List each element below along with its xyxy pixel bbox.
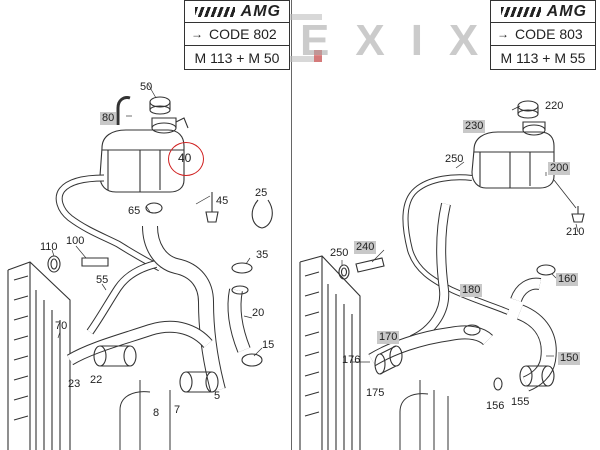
part-label-70: 70 (55, 320, 68, 332)
arrow-right-icon: → (497, 27, 509, 41)
part-label-15: 15 (262, 339, 275, 351)
left-header: AMG → CODE 802 M 113 + M 50 (184, 0, 290, 70)
sensor-left (205, 192, 219, 223)
part-label-5: 5 (214, 390, 221, 402)
part-label-150: 150 (558, 352, 581, 365)
brand-stripes-icon (500, 6, 541, 17)
part-label-45: 45 (216, 195, 229, 207)
brand-text: AMG (546, 2, 587, 20)
clamp-110 (47, 255, 61, 273)
expansion-tank-left (99, 117, 189, 193)
engine-text: M 113 + M 50 (194, 49, 280, 66)
part-label-80: 80 (100, 112, 117, 125)
engine-text: M 113 + M 55 (500, 49, 586, 66)
right-header: AMG → CODE 803 M 113 + M 55 (490, 0, 596, 70)
part-label-230: 230 (463, 120, 486, 133)
part-label-22: 22 (90, 374, 103, 386)
vent-pipe-left (116, 96, 131, 125)
highlight-circle (168, 142, 204, 176)
part-label-155: 155 (511, 396, 530, 408)
part-label-23: 23 (68, 378, 81, 390)
brand-stripes-icon (194, 6, 235, 17)
part-label-8: 8 (153, 407, 160, 419)
part-label-175: 175 (366, 387, 385, 399)
part-label-250-left: 250 (330, 247, 349, 259)
part-label-20: 20 (252, 307, 265, 319)
cap-left (149, 96, 171, 115)
part-label-25: 25 (255, 187, 268, 199)
part-label-100: 100 (66, 235, 85, 247)
part-label-7: 7 (174, 404, 181, 416)
hose-5 (179, 371, 219, 393)
part-label-50: 50 (140, 81, 153, 93)
code-row: → CODE 803 (491, 23, 595, 46)
panel-divider (291, 0, 292, 450)
part-label-200: 200 (548, 162, 571, 175)
connector-22 (93, 345, 137, 367)
part-label-156: 156 (486, 400, 505, 412)
part-label-55: 55 (96, 274, 109, 286)
code-text: CODE 802 (209, 26, 277, 42)
part-label-250-top: 250 (445, 153, 464, 165)
brand-logo: AMG (185, 1, 289, 23)
part-label-110: 110 (40, 241, 58, 253)
part-label-170: 170 (377, 331, 400, 344)
part-label-40: 40 (178, 151, 192, 165)
part-label-35: 35 (256, 249, 269, 261)
cap-right (517, 100, 539, 119)
part-label-240: 240 (354, 241, 377, 254)
hose-100 (81, 257, 109, 267)
brand-logo: AMG (491, 1, 595, 23)
watermark-text: EXIX (300, 16, 505, 65)
part-label-160: 160 (556, 273, 579, 286)
radiator-right (299, 255, 361, 450)
radiator-left (7, 261, 71, 450)
part-label-65: 65 (128, 205, 141, 217)
expansion-tank-right (471, 121, 555, 189)
code-row: → CODE 802 (185, 23, 289, 46)
watermark-accent (314, 50, 322, 62)
part-label-220: 220 (545, 100, 564, 112)
brand-text: AMG (240, 2, 281, 20)
part-label-176: 176 (342, 354, 361, 366)
part-label-210: 210 (566, 226, 585, 238)
part-label-180: 180 (460, 284, 483, 297)
clamp-65 (145, 202, 163, 214)
arrow-right-icon: → (191, 27, 203, 41)
code-text: CODE 803 (515, 26, 583, 42)
